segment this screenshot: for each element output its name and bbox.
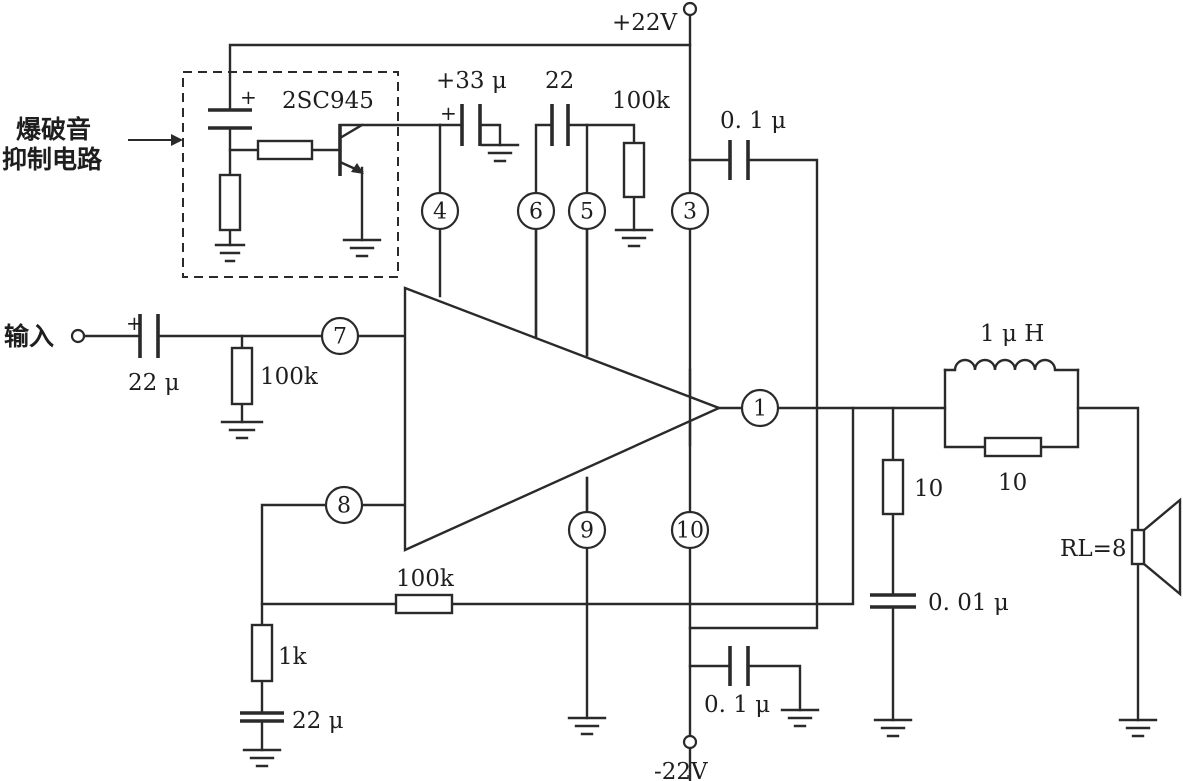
polarity-mark: + [126, 311, 143, 335]
suppressor-capacitor [208, 108, 252, 130]
pin-circle [516, 191, 556, 231]
ground-icon [342, 238, 382, 258]
pin-label: 4 [433, 200, 447, 225]
res-pin8-label: 1k [278, 644, 308, 670]
speaker [1130, 497, 1182, 597]
capacitor-pin3 [728, 140, 750, 180]
supply-negative-terminal [682, 734, 698, 750]
ground-icon [873, 718, 913, 738]
res-zobel-label: 10 [914, 476, 943, 502]
amplifier-triangle [403, 286, 723, 552]
pin-label: 3 [683, 200, 697, 225]
suppressor-resistor-base [256, 139, 314, 161]
pin-circle [567, 191, 607, 231]
capacitor-pin4 [460, 104, 482, 146]
supply-positive-label: +22V [612, 10, 678, 36]
pin-circle [324, 485, 364, 525]
cap-pin4-label: +33 μ [436, 68, 507, 94]
pin-circle [567, 510, 607, 550]
pin-label: 9 [580, 519, 594, 544]
pin-label: 5 [580, 200, 594, 225]
supply-positive-terminal [682, 1, 698, 17]
resistor-inductor [983, 436, 1043, 458]
pin-circle [740, 388, 780, 428]
pin-circle [420, 191, 460, 231]
input-terminal [70, 328, 86, 344]
cap-input-label: 22 μ [128, 370, 180, 396]
suppressor-arrow-head [171, 134, 183, 146]
resistor-input [230, 346, 254, 406]
transistor-2sc945 [338, 123, 364, 176]
suppressor-title-line1: 爆破音 [16, 115, 91, 144]
cap-pin3-label: 0. 1 μ [720, 108, 786, 134]
ground-icon [567, 716, 607, 736]
res-input-label: 100k [260, 364, 319, 390]
capacitor-pin8 [240, 711, 284, 723]
resistor-pin8 [250, 623, 274, 683]
inductor [943, 358, 1080, 372]
res-feedback-label: 100k [396, 566, 455, 592]
capacitor-zobel [870, 593, 916, 609]
pin-label: 10 [676, 519, 704, 544]
input-label: 输入 [4, 322, 54, 351]
pin-markers: 4 6 5 3 7 1 8 9 10 [320, 191, 780, 550]
resistor-zobel [881, 458, 905, 516]
labels: +22V -22V 爆破音 抑制电路 2SC945 + 输入 + +33 μ +… [2, 10, 1127, 781]
load-label: RL=8 [1060, 536, 1127, 562]
wires-over-amp [534, 227, 692, 514]
pin-label: 8 [337, 494, 351, 519]
suppressor-title-line2: 抑制电路 [2, 145, 103, 174]
pin-label: 6 [529, 200, 543, 225]
ground-icon [1118, 718, 1158, 738]
polarity-mark: + [240, 85, 257, 109]
ground-icon [242, 748, 282, 768]
pin-circle [670, 191, 710, 231]
supply-negative-label: -22V [654, 759, 708, 781]
suppressor-resistor-vertical [218, 173, 242, 232]
ground-icon [614, 228, 654, 248]
res-pin5-label: 100k [612, 88, 671, 114]
inductor-label: 1 μ H [980, 321, 1044, 347]
ground-icon [214, 243, 246, 263]
res-inductor-label: 10 [998, 470, 1027, 496]
pin-circle [670, 510, 710, 550]
pin-circle [320, 316, 360, 356]
capacitor-pin6-5 [550, 104, 570, 146]
cap-zobel-label: 0. 01 μ [928, 590, 1009, 616]
ground-icon [780, 708, 820, 728]
polarity-mark: + [440, 101, 457, 125]
resistor-feedback [394, 593, 454, 615]
ground-symbols [214, 143, 1158, 768]
capacitor-bottom [728, 646, 750, 686]
pin-label: 1 [753, 397, 767, 422]
cap-pin6-5-label: 22 [545, 68, 574, 94]
transistor-label: 2SC945 [282, 88, 374, 114]
cap-pin8-label: 22 μ [292, 708, 344, 734]
pin-label: 7 [333, 325, 347, 350]
ground-icon [480, 143, 520, 163]
resistor-pin5 [622, 141, 646, 199]
cap-bottom-label: 0. 1 μ [704, 692, 770, 718]
ground-icon [220, 420, 264, 440]
capacitor-input [138, 314, 160, 358]
suppressor-box [182, 71, 399, 278]
